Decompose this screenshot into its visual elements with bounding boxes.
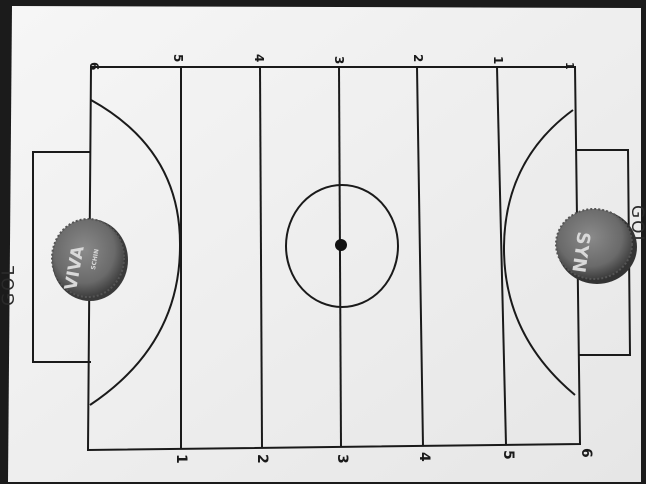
bottom-number-2: 2 bbox=[254, 454, 270, 464]
top-number-2: 2 bbox=[411, 54, 425, 62]
bottom-number-6: 6 bbox=[578, 448, 594, 458]
bottom-number-1: 1 bbox=[173, 454, 189, 464]
top-number-4: 4 bbox=[252, 54, 266, 62]
top-number-6: 6 bbox=[87, 62, 101, 70]
top-number-3: 3 bbox=[332, 56, 346, 64]
bottom-number-4: 4 bbox=[416, 452, 432, 462]
top-number-1: 1 bbox=[491, 56, 505, 64]
left-bottle-cap: VIVA SCHIN bbox=[52, 219, 128, 301]
top-number-corner: 1 bbox=[563, 62, 576, 70]
bottom-number-3: 3 bbox=[334, 454, 350, 464]
left-gol-label: GOL bbox=[0, 264, 19, 306]
bottom-number-5: 5 bbox=[500, 450, 516, 460]
top-number-5: 5 bbox=[171, 54, 185, 62]
center-spot bbox=[335, 239, 347, 251]
